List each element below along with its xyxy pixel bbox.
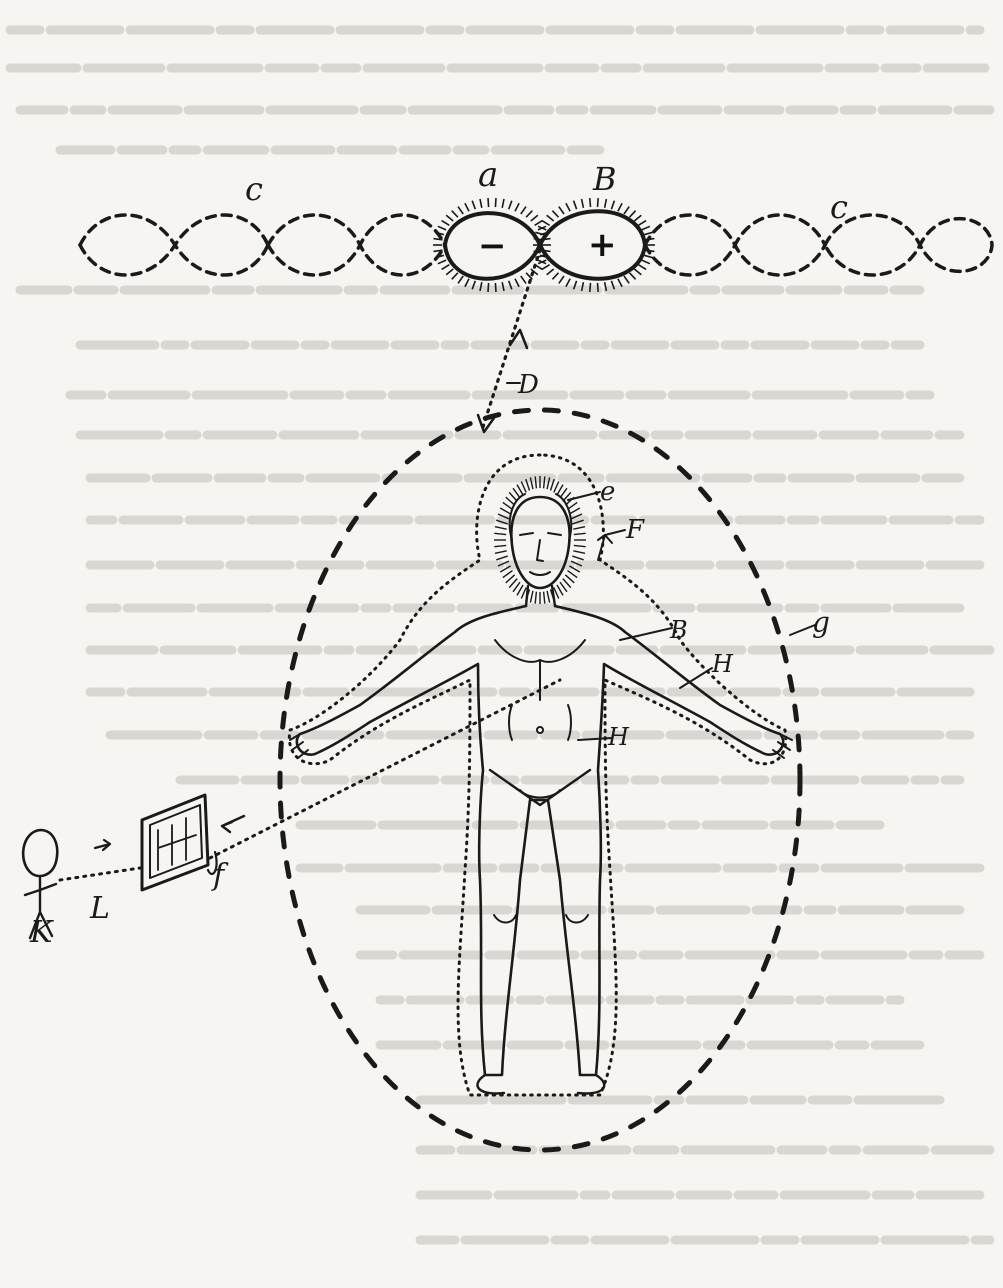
label-f-small: f: [211, 858, 229, 893]
label-g: g: [812, 606, 830, 639]
picture-frame: [142, 795, 217, 890]
label-d: D: [517, 370, 539, 400]
lemniscate-loop-left-1b: [80, 215, 268, 275]
label-f: F: [625, 515, 645, 545]
label-h-arm: H: [711, 650, 734, 678]
label-b-arm: B: [669, 616, 688, 644]
lemniscate-loop-right-1b: [645, 215, 825, 275]
label-k: K: [29, 915, 54, 950]
label-l: L: [89, 891, 110, 926]
lemniscate-loop-right-2: [825, 215, 992, 275]
outer-field-ellipse: [280, 410, 800, 1150]
observation-line: [60, 868, 140, 880]
projection-line: [210, 680, 560, 858]
label-c-left: c: [245, 170, 263, 208]
lemniscate-loop-left-2: [268, 215, 445, 275]
label-e: e: [600, 477, 615, 507]
human-figure: [289, 455, 792, 1095]
label-a: a: [478, 155, 498, 195]
label-b-top: B: [592, 160, 617, 198]
lemniscate-loop-left-2b: [268, 215, 445, 275]
central-lemniscate: − +: [433, 198, 655, 292]
lemniscate-chain: − +: [80, 198, 992, 292]
minus-sign: −: [478, 226, 507, 266]
label-h-body: H: [607, 723, 630, 751]
plus-sign: +: [588, 225, 617, 265]
label-c-right: c: [830, 188, 848, 226]
